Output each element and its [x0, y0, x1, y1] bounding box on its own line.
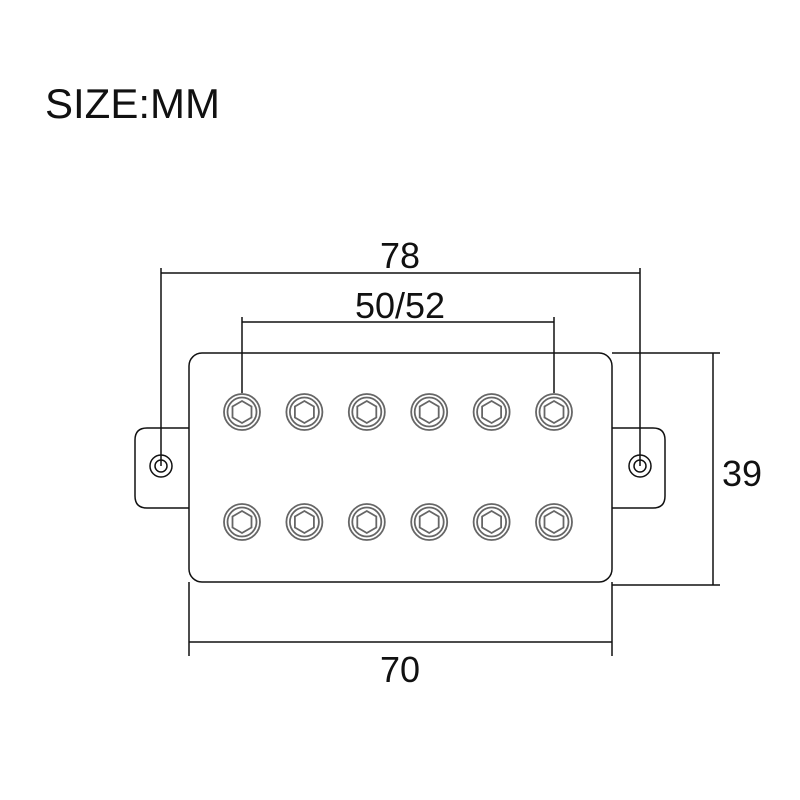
hex-screw-icon — [410, 503, 449, 541]
hex-screw-icon — [535, 503, 573, 541]
hex-screw-icon — [347, 503, 386, 541]
hex-screw-icon — [347, 393, 386, 431]
hex-screw-icon — [285, 393, 324, 431]
left-mounting-tab — [134, 427, 189, 509]
pickup-body — [188, 352, 613, 583]
hex-screw-icon — [472, 393, 511, 431]
dimension-overall-width — [160, 268, 641, 466]
hex-screw-icon — [223, 393, 261, 431]
hex-screw-icon — [472, 503, 511, 541]
hex-screw-icon — [285, 503, 324, 541]
label-overall-width: 78 — [380, 235, 420, 276]
dimension-pole-spacing — [241, 317, 555, 393]
right-mounting-tab — [612, 427, 666, 509]
dimension-body-width — [188, 582, 613, 656]
label-body-width: 70 — [380, 649, 420, 690]
label-height: 39 — [722, 453, 762, 494]
hex-screw-icon — [410, 393, 449, 431]
dimension-height — [612, 352, 720, 586]
pole-pieces — [223, 393, 573, 541]
hex-screw-icon — [223, 503, 261, 541]
hex-screw-icon — [535, 393, 573, 431]
diagram-title: SIZE:MM — [45, 80, 220, 127]
label-pole-spacing: 50/52 — [355, 285, 445, 326]
